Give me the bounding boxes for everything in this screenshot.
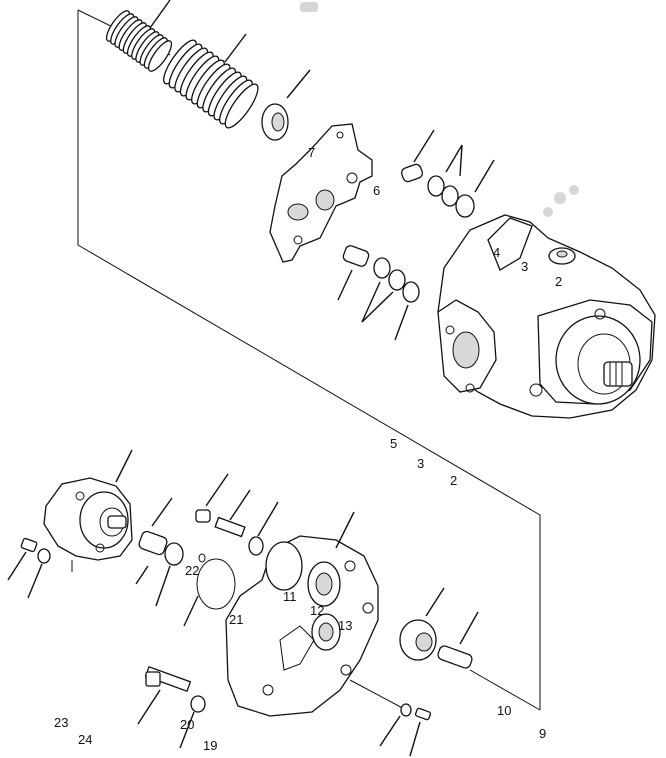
part-labels: 7 6 4 3 2 5 3 2 22 11 12 13 21 10 9 23 2… [54,145,562,753]
body-bolt-set [137,665,206,749]
spring-coil [147,40,173,72]
middle-bushing-set [337,245,420,341]
gear-shaft [437,611,479,669]
pin-set [379,703,432,757]
small-o-ring [198,553,206,563]
label-13: 13 [338,618,352,633]
gear-pump-body [225,511,379,717]
label-11: 11 [283,589,297,604]
label-7: 7 [308,145,315,160]
valve-parts [195,473,279,556]
label-2-lower: 2 [450,473,457,488]
label-19: 19 [203,738,217,753]
label-4: 4 [493,245,500,260]
cover-bolt-set [7,537,51,599]
spring-coil [224,83,259,129]
lower-assembly-outline [71,560,541,713]
label-10: 10 [497,703,511,718]
drive-bushing-set [135,497,184,607]
upper-bushing-set [400,129,495,218]
label-2-upper: 2 [555,274,562,289]
pump-housing [437,214,656,419]
idler-gear [399,587,445,661]
large-spring [163,33,259,129]
label-12: 12 [310,603,324,618]
label-5: 5 [390,436,397,451]
large-o-ring [183,558,236,627]
label-6: 6 [373,183,380,198]
spring-seat [261,69,311,141]
label-23: 23 [54,715,68,730]
label-3-upper: 3 [521,259,528,274]
gear-pump-cover [43,449,133,561]
plate-part [269,123,373,263]
label-9: 9 [539,726,546,741]
label-20: 20 [180,717,194,732]
label-3-lower: 3 [417,456,424,471]
label-24: 24 [78,732,92,747]
small-spring [105,0,173,72]
label-22: 22 [185,563,199,578]
label-21: 21 [229,612,243,627]
watermark-marks [300,2,579,217]
